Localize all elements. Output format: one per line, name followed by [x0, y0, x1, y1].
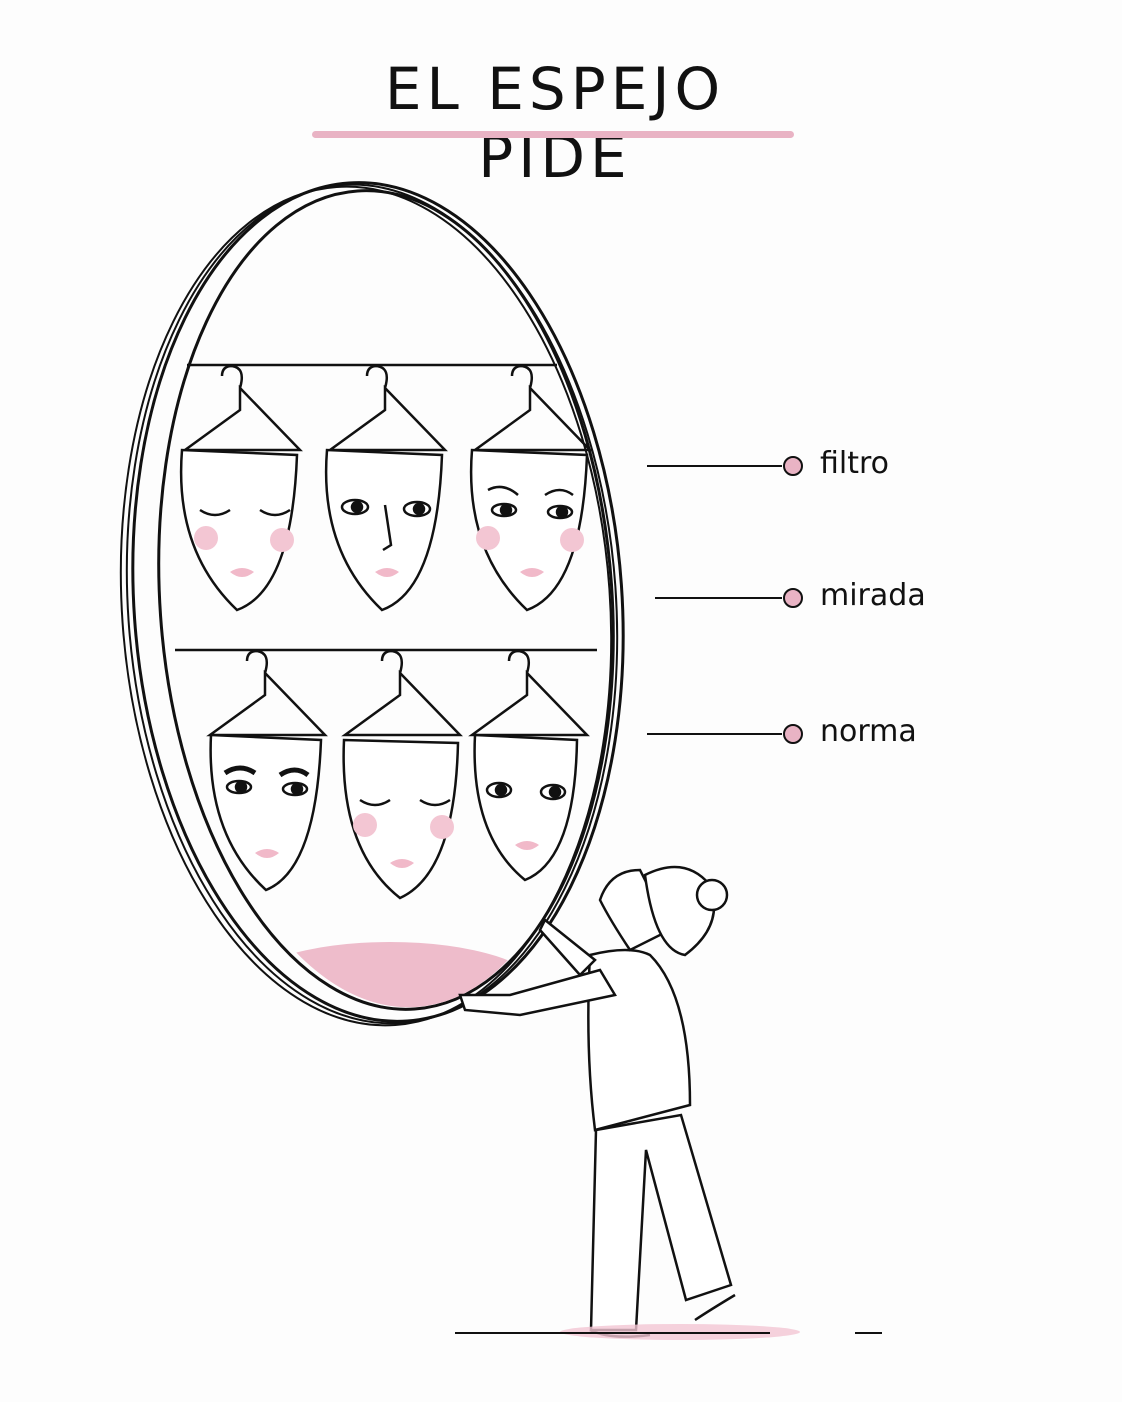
mask-row-top [179, 364, 593, 612]
mask-row-bottom [206, 649, 590, 900]
label-norma: norma [820, 714, 917, 749]
mask-bold-brows [206, 649, 328, 892]
label-filtro: filtro [820, 446, 890, 481]
norma-dot-icon [783, 724, 803, 744]
label-connectors [647, 456, 803, 744]
mask-closed-eyes-2 [341, 649, 463, 900]
mask-closed-eyes [179, 364, 303, 612]
mirror-frame [119, 181, 625, 1027]
label-mirada: mirada [820, 578, 926, 613]
title-underline [312, 131, 794, 138]
filtro-dot-icon [783, 456, 803, 476]
mirada-dot-icon [783, 588, 803, 608]
mask-winged [469, 364, 593, 612]
hair-bun [695, 878, 729, 912]
mask-freckles [324, 364, 448, 612]
mask-lashes [468, 649, 590, 882]
person-figure [458, 865, 736, 1338]
